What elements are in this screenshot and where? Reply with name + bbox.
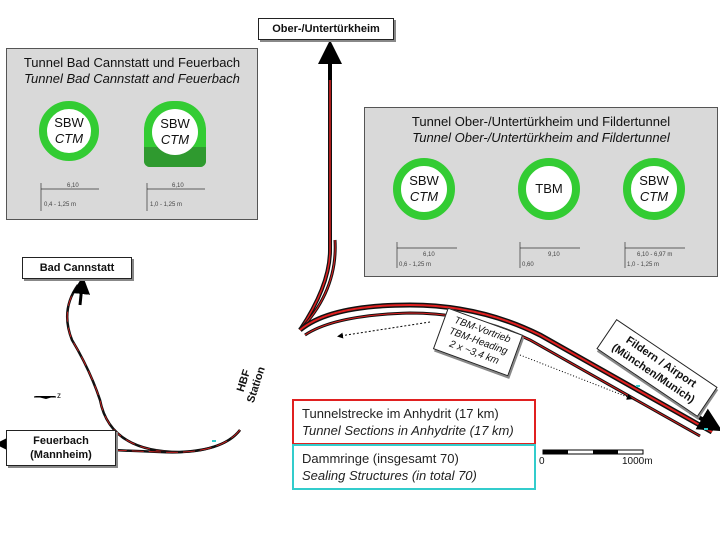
- dimension-lines: [396, 242, 685, 268]
- arrow-bad-cannstatt-icon: [72, 276, 91, 306]
- tbm-arrows: [337, 321, 633, 400]
- section-sublabel: CTM: [639, 189, 669, 204]
- panel-right-title-de: Tunnel Ober-/Untertürkheim und Fildertun…: [411, 114, 671, 129]
- scale-start-label: 0: [539, 456, 545, 467]
- section-label: SBW: [160, 116, 190, 131]
- dimension-label: 0,6 - 1,25 m: [399, 262, 432, 268]
- dimension-label: 6,10: [67, 183, 79, 189]
- legend-sealing-de: Dammringe (insgesamt 70): [302, 451, 459, 466]
- track-ober-untertuerkheim: [298, 40, 342, 332]
- section-sublabel: CTM: [409, 189, 439, 204]
- dimension-label: 1,0 - 1,25 m: [150, 202, 183, 208]
- section-label: SBW: [409, 173, 439, 188]
- panel-bad-cannstatt-feuerbach: Tunnel Bad Cannstatt und Feuerbach Tunne…: [6, 48, 258, 220]
- dimension-label: 1,0 - 1,25 m: [627, 262, 660, 268]
- destination-bad-cannstatt: Bad Cannstatt: [22, 257, 132, 279]
- legend-anhydrite-en: Tunnel Sections in Anhydrite (17 km): [302, 423, 514, 438]
- panel-right-title-en: Tunnel Ober-/Untertürkheim and Fildertun…: [412, 130, 670, 145]
- panel-left-title-en: Tunnel Bad Cannstatt and Feuerbach: [24, 71, 240, 86]
- tunnel-section-tbm: TBM: [518, 158, 580, 220]
- scale-end-label: 1000m: [622, 456, 653, 467]
- section-label: SBW: [639, 173, 669, 188]
- dimension-label: 0,4 - 1,25 m: [44, 202, 77, 208]
- dimension-label: 6,10: [423, 252, 435, 258]
- destination-ober-untertuerkheim: Ober-/Untertürkheim: [258, 18, 394, 40]
- tunnel-section-horseshoe: SBW CTM: [144, 101, 206, 167]
- section-sublabel: CTM: [54, 131, 84, 146]
- legend-sealing-en: Sealing Structures (in total 70): [302, 468, 477, 483]
- destination-feuerbach-line2: (Mannheim): [30, 449, 92, 461]
- legend-anhydrite-de: Tunnelstrecke im Anhydrit (17 km): [302, 406, 499, 421]
- dimension-label: 6,10: [172, 183, 184, 189]
- tunnel-section-sbw-ctm: SBW CTM: [623, 158, 685, 220]
- panel-left-title-de: Tunnel Bad Cannstatt und Feuerbach: [23, 55, 241, 70]
- destination-feuerbach: Feuerbach (Mannheim): [6, 430, 116, 466]
- north-marker-icon: [34, 396, 56, 399]
- dimension-lines: [40, 183, 205, 211]
- tunnel-section-sbw-ctm: SBW CTM: [39, 101, 99, 161]
- section-label: TBM: [535, 181, 563, 196]
- legend-anhydrite: Tunnelstrecke im Anhydrit (17 km) Tunnel…: [292, 399, 536, 445]
- legend-sealing: Dammringe (insgesamt 70) Sealing Structu…: [292, 444, 536, 490]
- tunnel-section-sbw-ctm: SBW CTM: [393, 158, 455, 220]
- section-sublabel: CTM: [160, 132, 190, 147]
- panel-ober-untertuerkheim-fildertunnel: Tunnel Ober-/Untertürkheim und Fildertun…: [364, 107, 718, 277]
- dimension-label: 6,10 - 6,97 m: [637, 252, 673, 258]
- dimension-label: 9,10: [548, 252, 560, 258]
- scale-bar: [542, 449, 644, 455]
- north-label: z: [57, 391, 61, 400]
- destination-feuerbach-line1: Feuerbach: [33, 435, 89, 447]
- section-label: SBW: [54, 115, 84, 130]
- track-west: [0, 276, 241, 454]
- panel-right-title: Tunnel Ober-/Untertürkheim und Fildertun…: [365, 114, 717, 146]
- panel-left-title: Tunnel Bad Cannstatt und Feuerbach Tunne…: [7, 55, 257, 87]
- dimension-label: 0,60: [522, 262, 534, 268]
